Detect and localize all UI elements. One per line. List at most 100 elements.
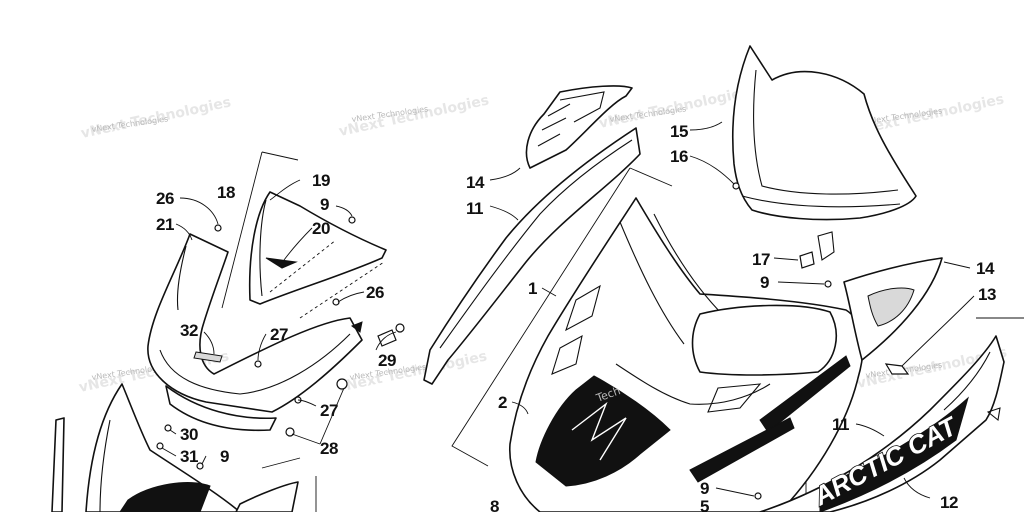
hood-assembly: Tech (509, 197, 864, 512)
screw-26 (214, 224, 222, 232)
callout-14: 14 (976, 259, 995, 278)
arrow-marker (350, 321, 363, 333)
nose-cone-rib (176, 245, 187, 311)
washer-30 (164, 424, 172, 432)
air-intake-mesh (119, 481, 211, 512)
decal-pattern (571, 401, 627, 461)
callout-17: 17 (752, 250, 770, 269)
panel-tab (986, 407, 1001, 422)
trim-strip-11 (423, 127, 641, 385)
callout-26: 26 (366, 283, 384, 302)
bracket-1 (451, 167, 673, 467)
leader-9 (335, 205, 353, 217)
callout-8: 8 (490, 497, 499, 512)
windshield-opening (691, 304, 838, 376)
leader-11 (855, 423, 885, 437)
bracket-line (261, 457, 317, 512)
callout-20: 20 (312, 219, 330, 238)
callout-21: 21 (156, 215, 174, 234)
callout-29: 29 (378, 351, 396, 370)
leader-9 (777, 281, 825, 285)
callout-12: 12 (940, 493, 958, 512)
leader-30-31-9 (161, 429, 207, 465)
windshield-assembly (732, 45, 917, 288)
callout-11: 11 (466, 199, 483, 218)
leader-1 (541, 287, 557, 297)
side-strip-assembly (423, 85, 641, 385)
screw-9 (824, 280, 832, 288)
callout-11: 11 (832, 415, 849, 434)
leader-20 (283, 227, 313, 261)
callout-5: 5 (700, 497, 709, 512)
clip-29 (377, 329, 397, 347)
hidden-line (269, 239, 385, 319)
screw-26 (332, 298, 340, 306)
leader-14 (489, 167, 521, 181)
callout-32: 32 (180, 321, 198, 340)
screw-9 (196, 462, 204, 470)
nose-cone-rib (159, 333, 351, 395)
lens-edge (259, 199, 267, 297)
brand-decal-12 (819, 396, 969, 512)
leader-32 (203, 331, 215, 355)
leader-2 (511, 401, 529, 415)
windshield (732, 45, 917, 221)
leader-28 (291, 387, 345, 445)
leader-13 (901, 295, 975, 367)
callout-27: 27 (270, 325, 288, 344)
leader-26 (179, 197, 219, 225)
windshield-edge (741, 195, 901, 208)
callout-labels: 26 18 19 9 21 20 26 32 27 29 27 30 31 9 … (156, 122, 996, 512)
decal-32 (193, 351, 223, 363)
vent-14 (525, 85, 633, 169)
trim-strip-11-edge (439, 139, 633, 349)
hood-vent (707, 383, 762, 413)
callout-1: 1 (528, 279, 537, 298)
hood-line (615, 363, 771, 405)
callout-9: 9 (320, 195, 329, 214)
callout-31: 31 (180, 447, 198, 466)
leader-19 (269, 179, 301, 201)
hood-stripe (689, 417, 795, 483)
side-panel (85, 383, 241, 512)
leader-16 (689, 155, 735, 185)
clip-13 (884, 363, 910, 375)
hood-decal-2 (535, 375, 671, 487)
windshield-inner (752, 69, 899, 195)
callout-27: 27 (320, 401, 338, 420)
callout-14: 14 (466, 173, 485, 192)
leader-11 (489, 205, 519, 221)
hood-vents (551, 284, 601, 375)
side-panel-rib (99, 419, 111, 512)
rivet-27 (254, 360, 262, 368)
washer-16 (732, 182, 740, 190)
bracket-17 (817, 231, 835, 261)
vent-mesh (867, 287, 915, 327)
side-panel-rib (943, 351, 991, 411)
callout-26: 26 (156, 189, 174, 208)
nut-31 (156, 442, 164, 450)
vent-14-slats (537, 91, 605, 147)
callout-16: 16 (670, 147, 688, 166)
leader-14 (943, 261, 971, 269)
leader-lines (161, 121, 975, 499)
bracket-18 (221, 151, 299, 309)
leader-15 (689, 121, 723, 131)
leader-27 (297, 399, 317, 407)
bumper-piece (235, 481, 299, 512)
nut-29 (395, 323, 405, 333)
headlight-lens (248, 191, 387, 305)
callout-30: 30 (180, 425, 198, 444)
hood-crease (619, 213, 725, 345)
screw-9 (348, 216, 356, 224)
callout-19: 19 (312, 171, 330, 190)
hood-stripe (759, 355, 851, 433)
leader-21 (175, 223, 193, 241)
leader-12 (903, 477, 931, 499)
leader-27 (257, 333, 267, 361)
grommet-28 (336, 378, 348, 390)
callout-28: 28 (320, 439, 338, 458)
grommet-28 (285, 427, 295, 437)
callout-15: 15 (670, 122, 688, 141)
